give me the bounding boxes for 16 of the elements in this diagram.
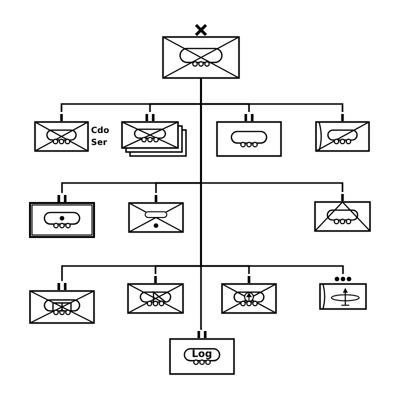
unit-symbol (320, 274, 366, 309)
unit-symbol (170, 329, 234, 374)
connector-line (200, 78, 203, 330)
unit-symbol (128, 274, 183, 313)
unit-symbol (217, 112, 281, 156)
unit-symbol (163, 24, 239, 78)
unit-symbol (35, 112, 88, 151)
unit-symbol (316, 112, 369, 151)
unit-symbol (30, 281, 94, 323)
unit-symbol (30, 193, 94, 237)
unit-symbol (222, 274, 276, 313)
unit-caption: Cdo Ser (91, 125, 110, 150)
unit-symbol (122, 112, 186, 156)
unit-symbol (315, 192, 370, 231)
unit-symbol (129, 193, 183, 232)
unit-label: Log (190, 350, 214, 360)
